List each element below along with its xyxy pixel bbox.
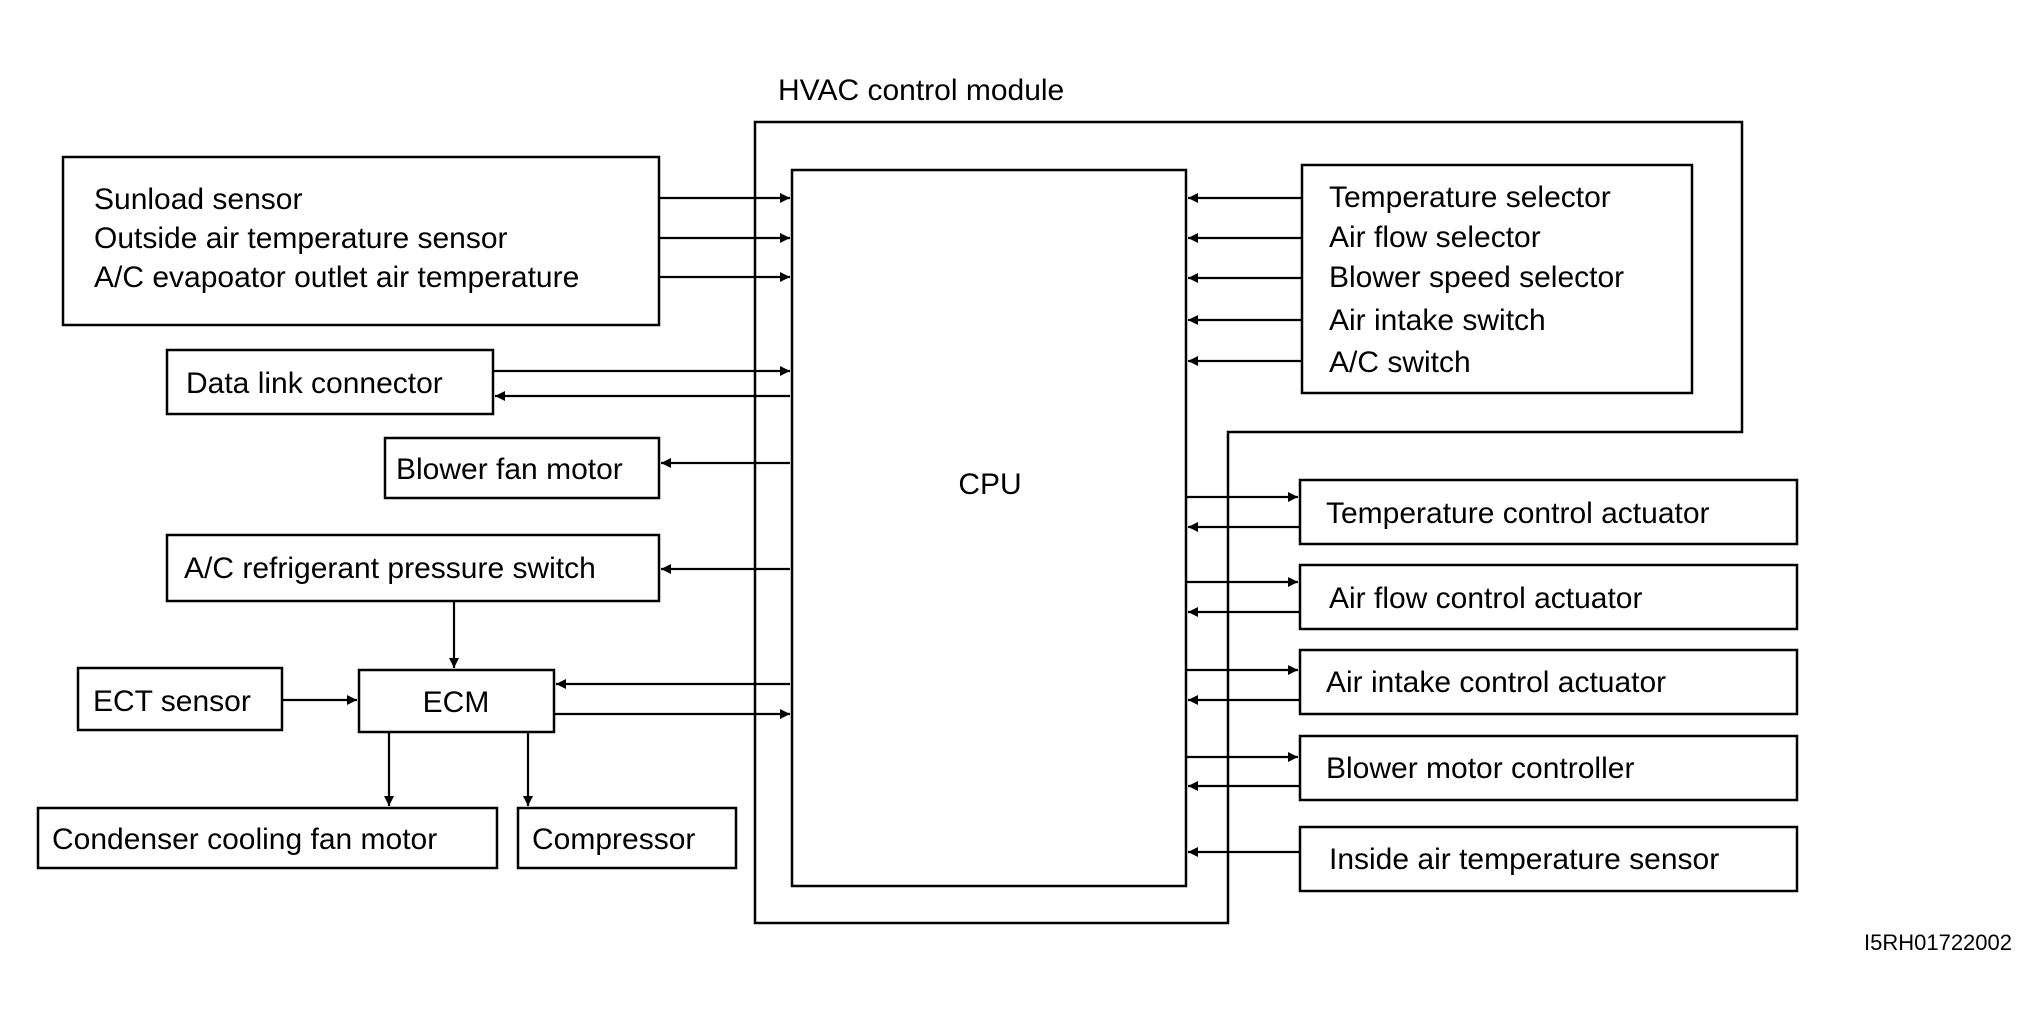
air-intake-switch-label: Air intake switch	[1329, 304, 1546, 337]
inside-air-temp-sensor-box	[1298, 825, 1799, 893]
ect-sensor-label: ECT sensor	[93, 685, 251, 718]
ac-evaporator-temp-label: A/C evapoator outlet air temperature	[94, 261, 579, 294]
blower-motor-controller-label: Blower motor controller	[1326, 752, 1634, 785]
data-link-connector-label: Data link connector	[186, 367, 443, 400]
ac-switch-label: A/C switch	[1329, 346, 1471, 379]
compressor-box	[516, 806, 738, 870]
ecm-label: ECM	[423, 686, 490, 719]
hvac-module-outline	[753, 120, 1744, 925]
inside-air-temp-sensor-label: Inside air temperature sensor	[1329, 843, 1719, 876]
left-sensor-group-box	[61, 155, 661, 327]
temperature-control-actuator-label: Temperature control actuator	[1326, 497, 1710, 530]
air-flow-selector-label: Air flow selector	[1329, 221, 1541, 254]
ac-pressure-switch-box	[165, 533, 661, 603]
cpu-box	[790, 168, 1188, 888]
figure-code: I5RH01722002	[1864, 930, 2012, 955]
air-intake-control-actuator-box	[1298, 648, 1799, 716]
data-link-connector-box	[165, 348, 495, 416]
air-intake-control-actuator-label: Air intake control actuator	[1326, 666, 1666, 699]
air-flow-control-actuator-label: Air flow control actuator	[1329, 582, 1642, 615]
condenser-fan-motor-box	[36, 806, 499, 870]
blower-fan-motor-label: Blower fan motor	[396, 453, 623, 486]
blower-fan-motor-box	[383, 436, 661, 500]
cpu-label: CPU	[958, 468, 1021, 501]
ecm-box	[357, 668, 556, 734]
condenser-fan-motor-label: Condenser cooling fan motor	[52, 823, 437, 856]
temperature-selector-label: Temperature selector	[1329, 181, 1611, 214]
temperature-control-actuator-box	[1298, 478, 1799, 546]
sunload-sensor-label: Sunload sensor	[94, 183, 302, 216]
module-title: HVAC control module	[778, 74, 1064, 107]
air-flow-control-actuator-box	[1298, 563, 1799, 631]
outside-air-temp-sensor-label: Outside air temperature sensor	[94, 222, 508, 255]
blower-speed-selector-label: Blower speed selector	[1329, 261, 1624, 294]
ac-pressure-switch-label: A/C refrigerant pressure switch	[184, 552, 596, 585]
compressor-label: Compressor	[532, 823, 695, 856]
blower-motor-controller-box	[1298, 734, 1799, 802]
